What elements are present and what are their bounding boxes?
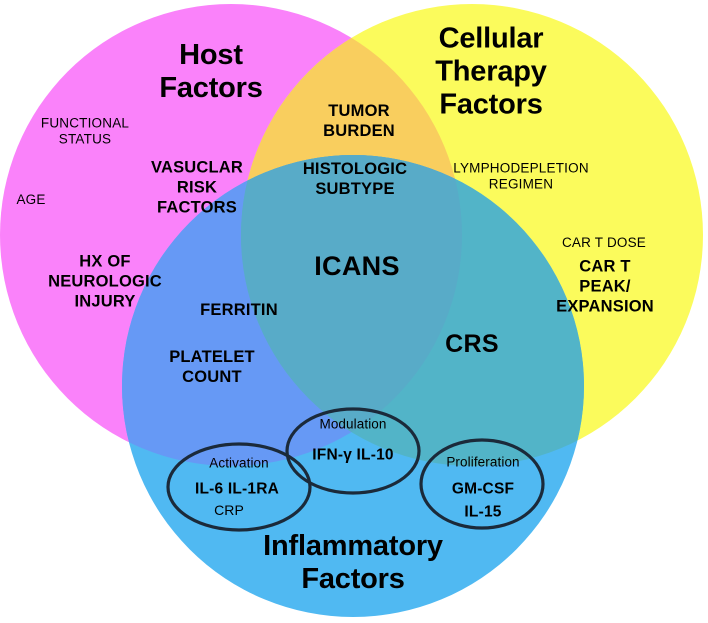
proliferation-group-ellipse xyxy=(419,438,545,530)
modulation-group-ellipse xyxy=(285,407,421,495)
activation-group-ellipse xyxy=(166,442,312,532)
